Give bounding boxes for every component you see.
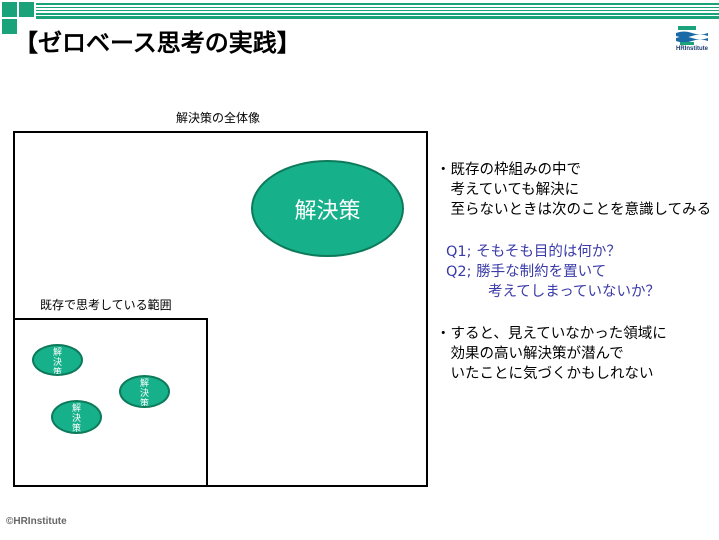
note-line: 効果の高い解決策が潜んで — [436, 346, 624, 362]
note-line: 至らないときは次のことを意識してみる — [436, 202, 712, 218]
existing-thinking-box — [13, 318, 208, 487]
spacer — [436, 220, 711, 242]
header-stripe — [36, 13, 719, 15]
copyright-footer: ©HRInstitute — [6, 516, 67, 527]
header-square-1 — [2, 2, 17, 17]
solution-space-box — [13, 131, 428, 487]
logo-text: HRInstitute — [676, 46, 708, 52]
small-solution-label: 解決策 — [71, 404, 81, 434]
header-stripe — [36, 3, 719, 5]
question-2-continued: 考えてしまっていないか？ — [488, 284, 660, 300]
note-line: いたことに気づくかもしれない — [436, 366, 654, 382]
small-solution-label: 解決策 — [52, 348, 62, 376]
header-square-2 — [19, 2, 34, 17]
note-line: ・すると、見えていなかった領域に — [436, 326, 667, 342]
note-line: ・既存の枠組みの中で — [436, 162, 581, 178]
small-solution-label: 解決策 — [139, 379, 149, 408]
question-1: Q1; そもそも目的は何か？ — [446, 244, 621, 260]
header-stripe-band — [36, 16, 719, 19]
header-square-3 — [2, 19, 17, 34]
inner-box-caption: 既存で思考している範囲 — [40, 298, 172, 312]
small-solution-ellipse: 解決策 — [32, 344, 83, 376]
hr-institute-logo: HRInstitute — [672, 24, 712, 64]
question-2: Q2; 勝手な制約を置いて — [446, 264, 607, 280]
header-stripe — [36, 10, 719, 11]
outer-box-caption: 解決策の全体像 — [176, 111, 261, 125]
small-solution-ellipse: 解決策 — [51, 400, 102, 434]
small-solution-ellipse: 解決策 — [119, 375, 170, 408]
spacer — [436, 302, 711, 324]
logo-waves-icon — [676, 26, 708, 45]
notes-panel: ・既存の枠組みの中で 考えていても解決に 至らないときは次のことを意識してみる … — [436, 160, 711, 384]
header-stripe — [36, 7, 719, 8]
note-line: 考えていても解決に — [436, 182, 580, 198]
page-title: 【ゼロベース思考の実践】 — [14, 29, 301, 57]
large-solution-label: 解決策 — [294, 198, 361, 224]
large-solution-ellipse: 解決策 — [251, 160, 404, 257]
